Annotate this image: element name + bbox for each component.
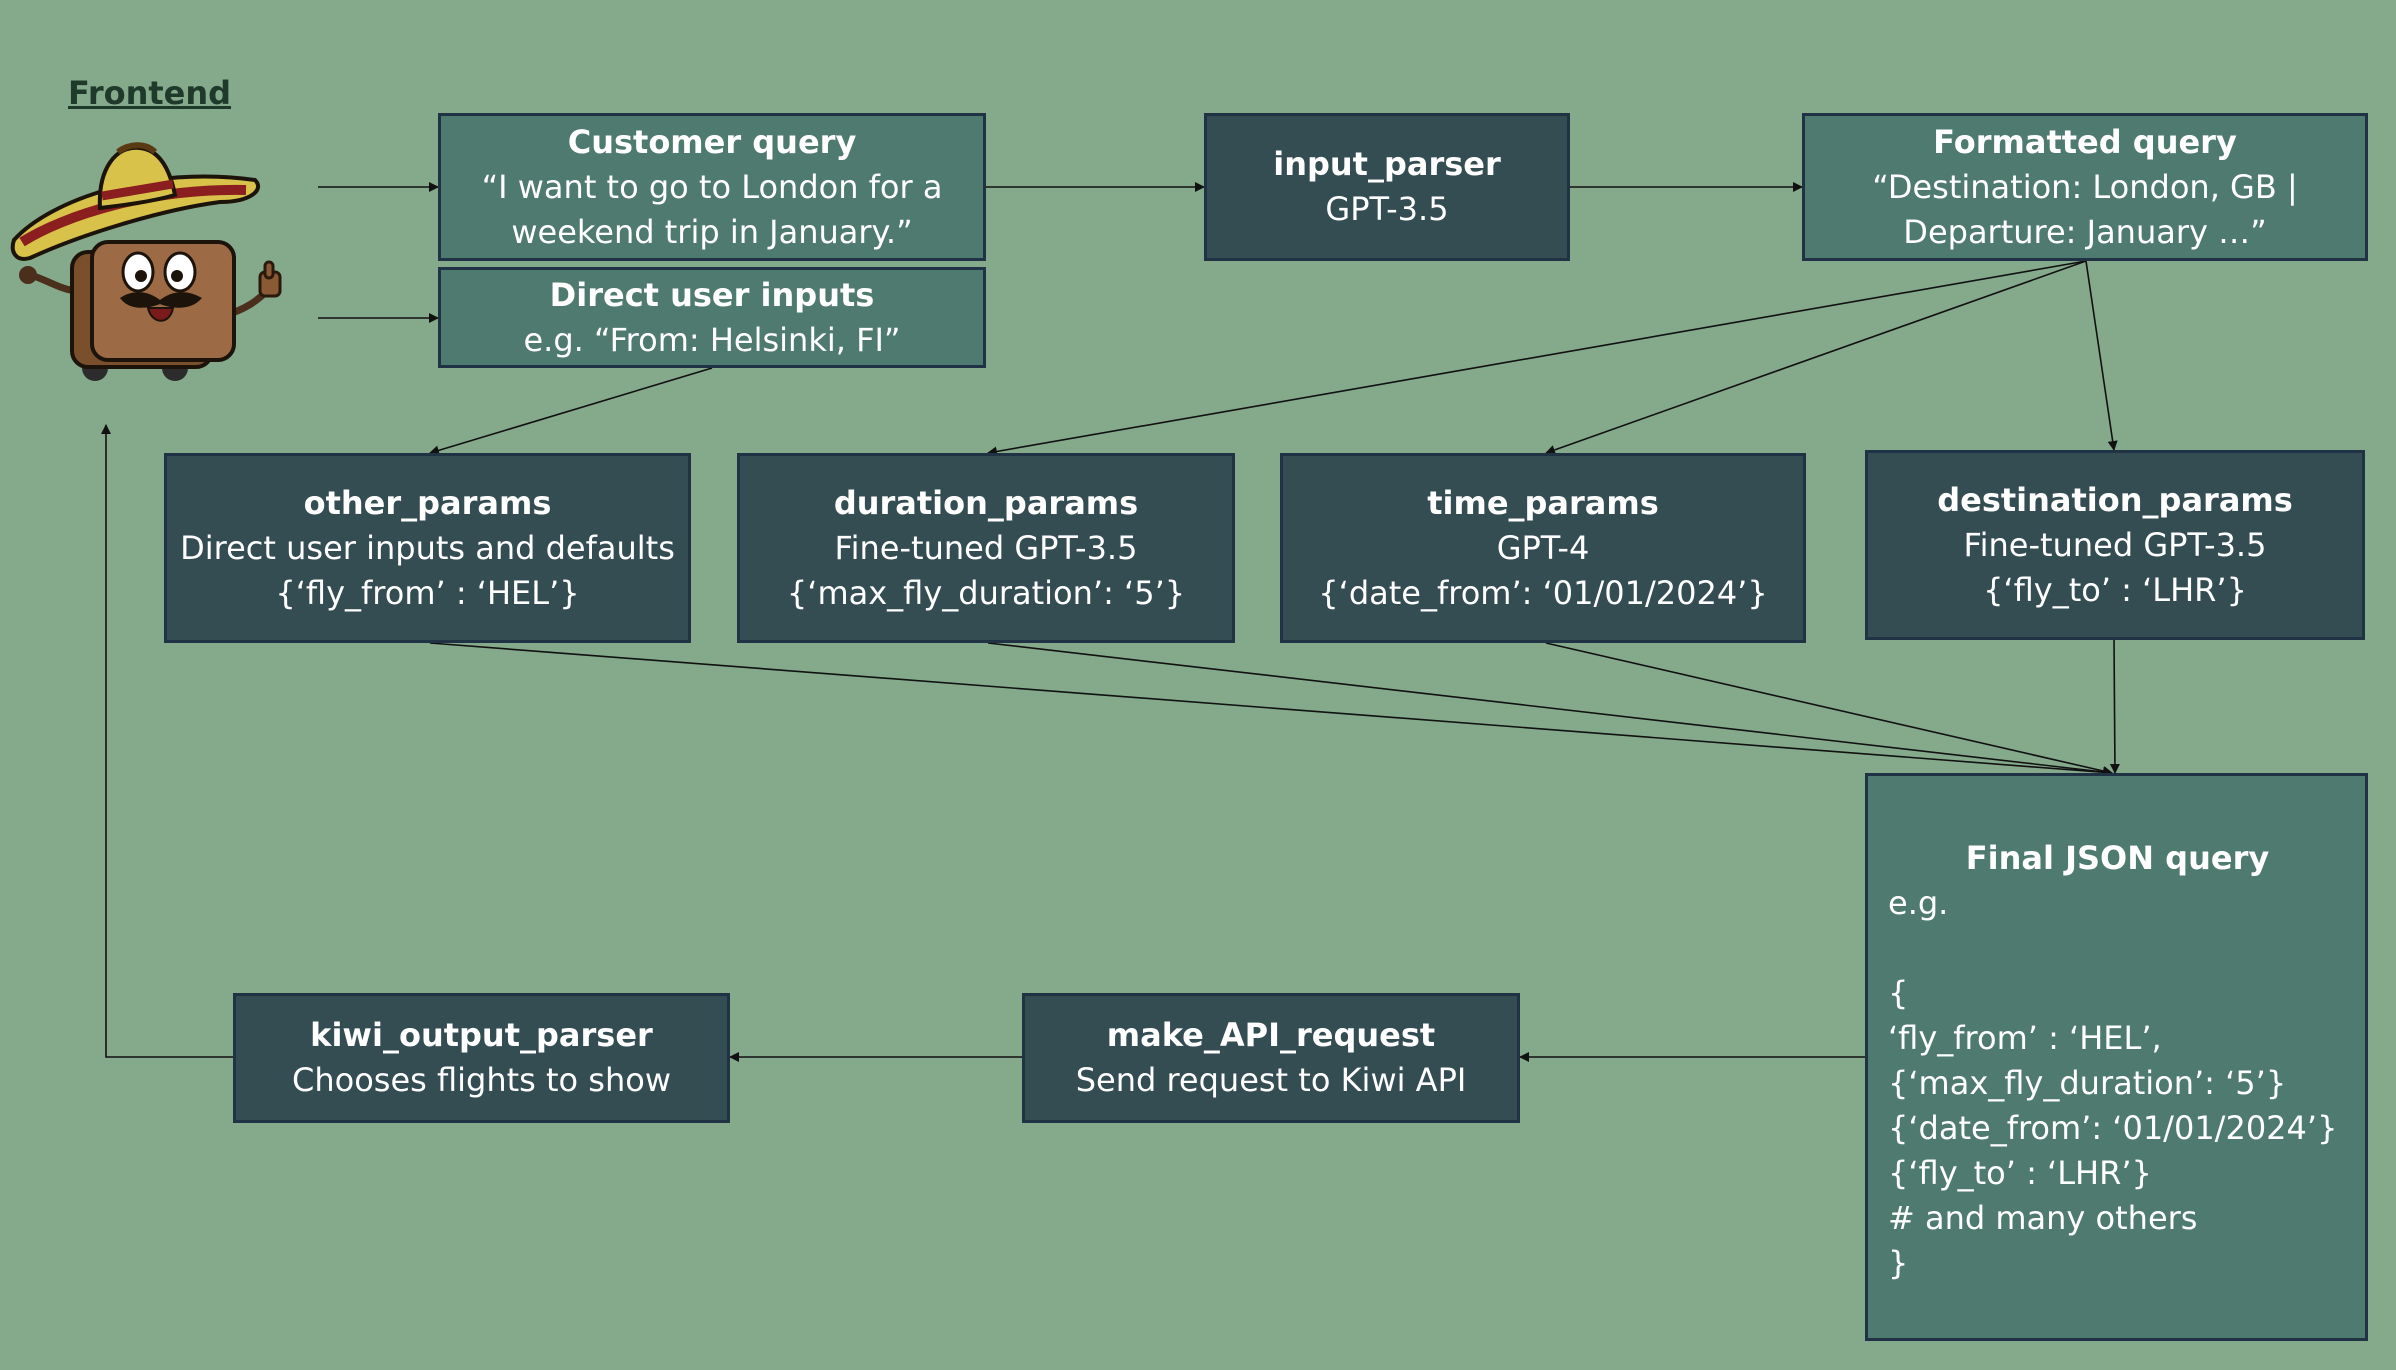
formatted-query-title: Formatted query [1933,122,2237,161]
arrow-direct-inputs-to-other-params [429,367,713,456]
final-json-query-box: Final JSON query e.g. { ‘fly_from’ : ‘HE… [1865,773,2368,1341]
other-params-title: other_params [303,483,552,522]
duration-params-box: duration_params Fine-tuned GPT-3.5 {‘max… [737,453,1235,643]
final-json-line: { [1888,974,1909,1012]
make-api-request-line1: Send request to Kiwi API [1075,1061,1467,1099]
input-parser-title: input_parser [1273,145,1501,183]
arrow-destination-to-final [2109,639,2120,774]
arrow-formatted-to-time [1545,260,2087,455]
kiwi-output-parser-line1: Chooses flights to show [291,1061,671,1099]
time-params-line1: GPT-4 [1496,528,1590,567]
formatted-query-line1: “Destination: London, GB | [1872,167,2298,206]
formatted-query-line2: Departure: January …” [1903,212,2267,251]
final-json-line: {‘date_from’: ‘01/01/2024’} [1888,1109,2338,1147]
direct-user-inputs-box: Direct user inputs e.g. “From: Helsinki,… [438,267,986,368]
destination-params-box: destination_params Fine-tuned GPT-3.5 {‘… [1865,450,2365,640]
customer-query-line2: weekend trip in January.” [511,212,913,251]
input-parser-line1: GPT-3.5 [1325,190,1449,228]
time-params-title: time_params [1427,483,1659,522]
final-json-line: {‘max_fly_duration’: ‘5’} [1888,1064,2287,1102]
final-json-line: } [1888,1244,1909,1282]
arrow-time-to-final [1545,642,2113,776]
arrow-other-to-final [429,642,2113,778]
time-params-box: time_params GPT-4 {‘date_from’: ‘01/01/2… [1280,453,1806,643]
destination-params-title: destination_params [1937,480,2293,519]
other-params-box: other_params Direct user inputs and defa… [164,453,691,643]
kiwi-output-parser-title: kiwi_output_parser [310,1016,653,1054]
customer-query-box: Customer query “I want to go to London f… [438,113,986,261]
arrow-kiwi-to-frontend [101,424,233,1058]
customer-query-title: Customer query [567,122,857,161]
direct-user-inputs-line1: e.g. “From: Helsinki, FI” [523,320,901,359]
make-api-request-title: make_API_request [1106,1016,1436,1054]
final-json-line: # and many others [1888,1199,2198,1237]
final-json-line [1888,926,2347,971]
destination-params-line1: Fine-tuned GPT-3.5 [1963,525,2267,564]
direct-user-inputs-title: Direct user inputs [549,275,875,314]
arrow-formatted-to-duration [987,260,2087,457]
duration-params-line2: {‘max_fly_duration’: ‘5’} [786,573,1186,612]
final-json-query-title: Final JSON query [1965,839,2270,877]
final-json-line: ‘fly_from’ : ‘HEL’, [1888,1019,2162,1057]
frontend-label: Frontend [68,74,232,112]
other-params-line2: {‘fly_from’ : ‘HEL’} [275,573,580,612]
kiwi-output-parser-box: kiwi_output_parser Chooses flights to sh… [233,993,730,1123]
destination-params-line2: {‘fly_to’ : ‘LHR’} [1983,570,2247,609]
other-params-line1: Direct user inputs and defaults [180,528,675,567]
arrow-duration-to-final [987,642,2113,777]
sombrero-suitcase-mascot-icon [10,142,282,381]
customer-query-line1: “I want to go to London for a [481,167,943,206]
time-params-line2: {‘date_from’: ‘01/01/2024’} [1318,573,1768,612]
arrow-formatted-to-destination [2085,260,2118,451]
final-json-line: e.g. [1888,884,1949,922]
formatted-query-box: Formatted query “Destination: London, GB… [1802,113,2368,261]
duration-params-line1: Fine-tuned GPT-3.5 [834,528,1138,567]
final-json-line: {‘fly_to’ : ‘LHR’} [1888,1154,2152,1192]
input-parser-box: input_parser GPT-3.5 [1204,113,1570,261]
duration-params-title: duration_params [833,483,1139,522]
make-api-request-box: make_API_request Send request to Kiwi AP… [1022,993,1520,1123]
